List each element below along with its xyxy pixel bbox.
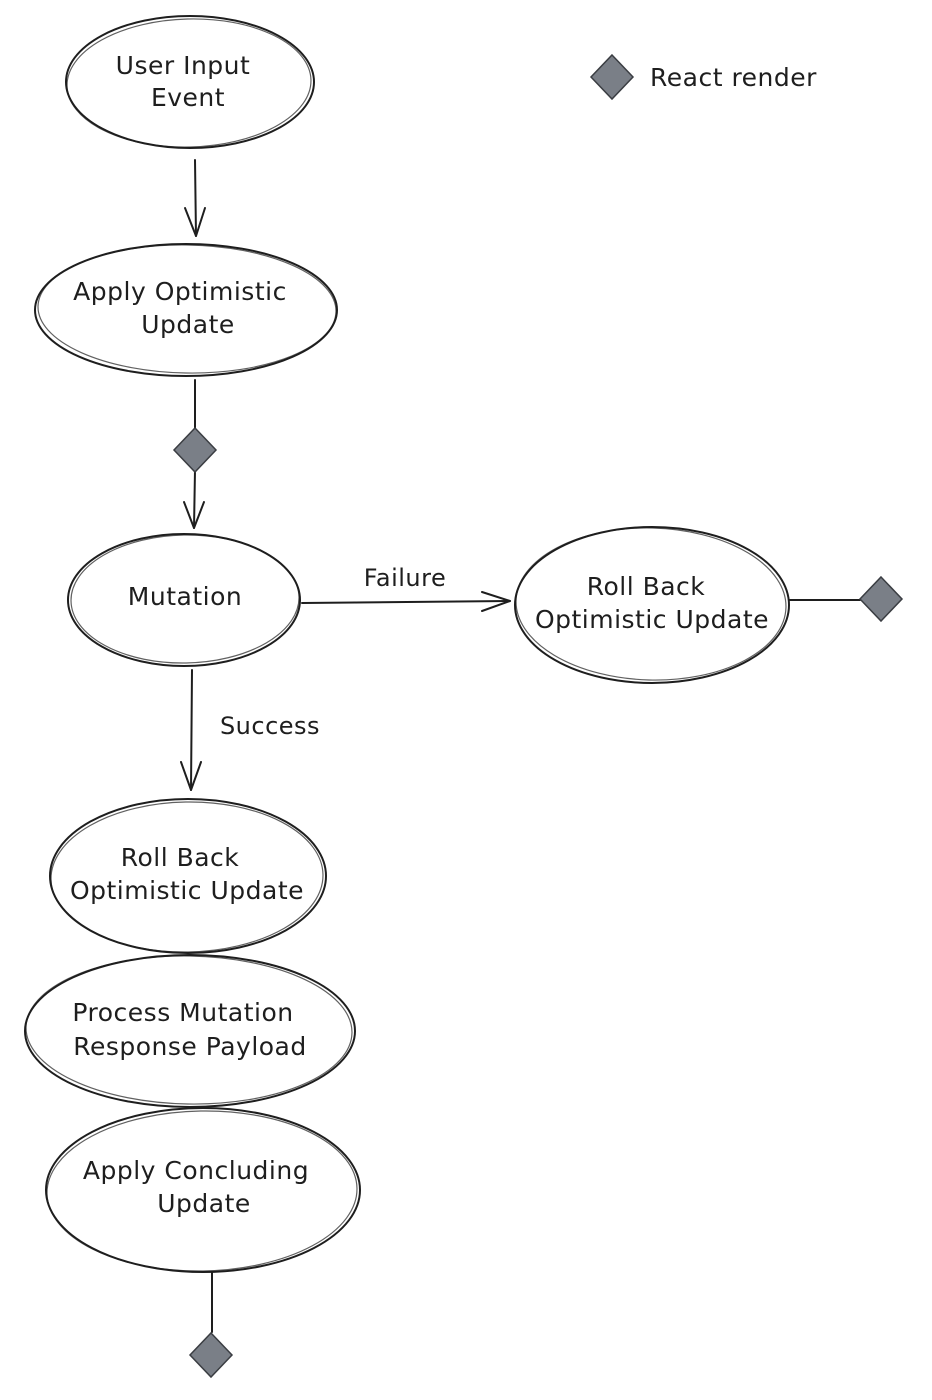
node-label: Update xyxy=(141,310,235,339)
failure-label: Failure xyxy=(364,564,446,592)
arrowhead-mutation-to-success xyxy=(180,761,202,791)
edge-mutation-to-success xyxy=(190,669,193,791)
edges xyxy=(180,159,861,1333)
arrowhead-render-to-mutation xyxy=(183,501,205,529)
diamond-icon xyxy=(172,426,218,474)
node-apply-optimistic: Apply Optimistic Update xyxy=(34,243,338,377)
node-process-response: Process Mutation Response Payload xyxy=(24,954,356,1108)
node-rollback-failure: Roll Back Optimistic Update xyxy=(514,526,790,684)
node-rollback-success: Roll Back Optimistic Update xyxy=(49,798,327,954)
node-label: Mutation xyxy=(128,582,242,611)
arrowhead-mutation-to-rollback xyxy=(481,591,511,612)
node-label: Roll Back xyxy=(121,843,240,872)
node-label: Optimistic Update xyxy=(70,876,304,905)
edge-mutation-to-rollback xyxy=(301,600,511,604)
success-label: Success xyxy=(220,712,320,740)
node-label: Event xyxy=(151,83,225,112)
node-label: Process Mutation xyxy=(72,998,293,1027)
edge-render-to-mutation xyxy=(193,469,196,529)
legend: React render xyxy=(589,53,817,101)
node-label: User Input xyxy=(116,51,251,80)
legend-label: React render xyxy=(650,63,817,92)
diamond-icon xyxy=(188,1331,234,1379)
diamond-icon xyxy=(589,53,635,101)
edge-input-to-optimistic xyxy=(194,159,197,237)
render-markers xyxy=(172,426,904,1379)
node-apply-concluding: Apply Concluding Update xyxy=(45,1107,361,1273)
node-label: Update xyxy=(157,1189,251,1218)
diamond-icon xyxy=(858,575,904,623)
node-label: Apply Optimistic xyxy=(73,277,287,306)
node-user-input: User Input Event xyxy=(65,15,315,149)
node-label: Optimistic Update xyxy=(535,605,769,634)
node-label: Apply Concluding xyxy=(83,1156,309,1185)
node-label: Response Payload xyxy=(73,1032,307,1061)
arrowhead-input-to-optimistic xyxy=(184,207,206,237)
node-mutation: Mutation xyxy=(67,533,301,667)
node-label: Roll Back xyxy=(587,572,706,601)
